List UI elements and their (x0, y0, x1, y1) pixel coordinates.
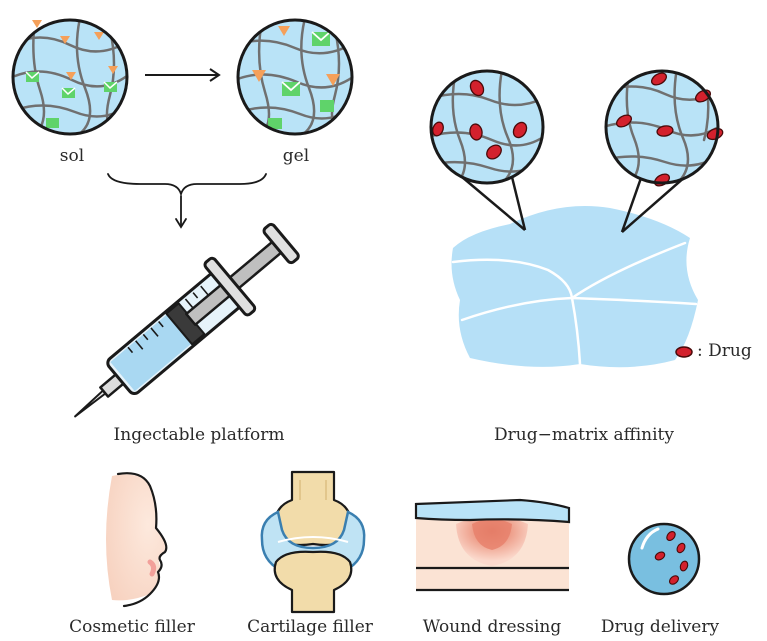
sol-to-gel-arrow (145, 69, 219, 81)
drug-matrix-affinity-label: Drug−matrix affinity (494, 425, 674, 445)
hydrogel-patch (452, 206, 698, 367)
gel-label: gel (283, 146, 309, 166)
wound-dressing-label: Wound dressing (423, 617, 562, 637)
injectable-platform-label: Ingectable platform (114, 425, 285, 445)
face-profile-icon (106, 473, 166, 606)
syringe-icon (53, 214, 307, 443)
sol-label: sol (60, 146, 84, 166)
drug-delivery-label: Drug delivery (601, 617, 719, 637)
gel-circle (235, 18, 357, 135)
drug-legend-marker (676, 347, 692, 357)
zoom-circle-high-affinity (600, 68, 725, 188)
knee-joint-icon (262, 472, 364, 612)
zoom-circle-low-affinity (425, 70, 550, 185)
brace (108, 174, 266, 227)
drug-legend-label: : Drug (697, 341, 752, 361)
cartilage-filler-label: Cartilage filler (247, 617, 373, 637)
drug-sphere-icon (629, 524, 699, 594)
skin-wound-icon (416, 500, 569, 590)
sol-circle (10, 18, 132, 135)
cosmetic-filler-label: Cosmetic filler (69, 617, 195, 637)
